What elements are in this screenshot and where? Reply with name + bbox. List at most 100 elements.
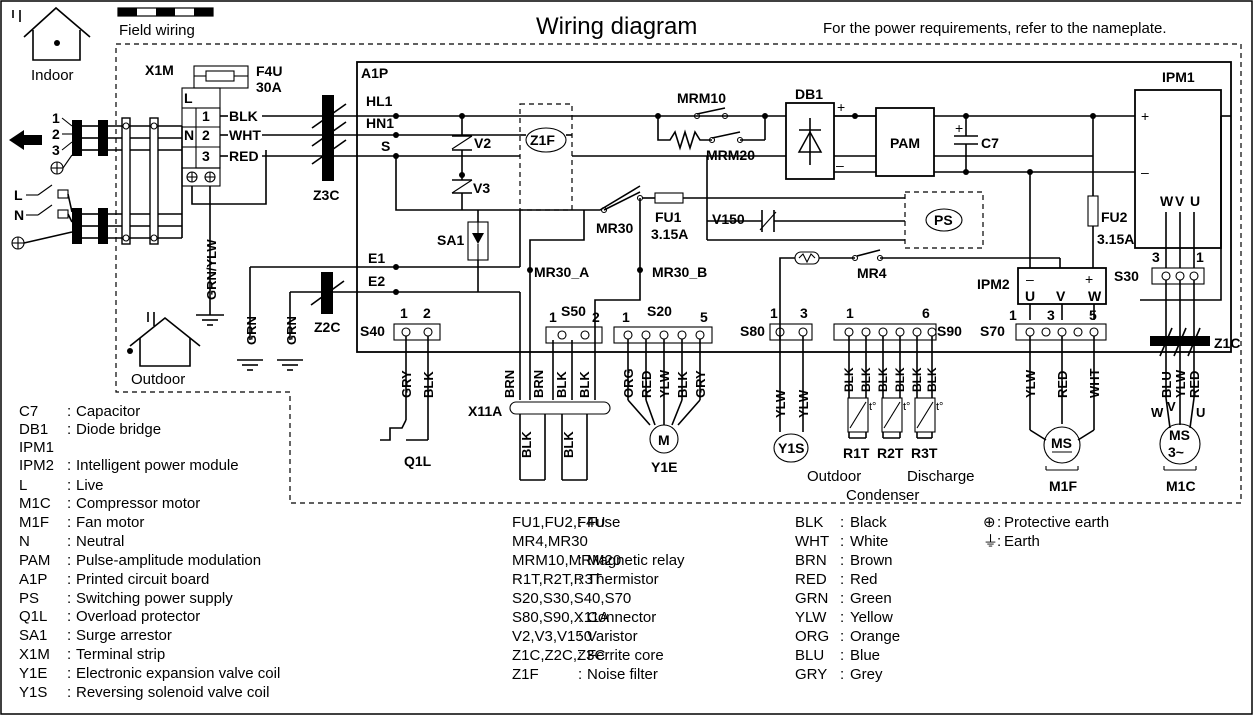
x11a-wire-brn2: BRN [531,370,546,398]
legend-c4-desc-0: Protective earth [1004,514,1109,531]
indoor-label: Indoor [31,67,74,84]
legend-c2-sep-2: : [578,552,582,569]
legend-c1-sep-15: : [67,684,71,701]
pcb-inputs: HL1 HN1 S E1 E2 GRN GRN [237,93,1140,371]
input-hl1: HL1 [366,93,393,109]
x11a-wire-brn1: BRN [502,370,517,398]
legend-c1-sep-12: : [67,627,71,644]
legend-c2-desc-0: Fuse [587,514,620,531]
s40-pin1: 1 [400,305,408,321]
legend-c3-desc-6: Orange [850,628,900,645]
legend-c1-code-8: PAM [19,552,50,569]
v150-label: V150 [712,211,745,227]
supply-l-label: L [14,187,23,203]
legend-c2-code-6: V2,V3,V150 [512,628,592,645]
s20-wire-blk: BLK [675,371,690,398]
legend-c1-sep-0: : [67,403,71,420]
s20-wire-red: RED [639,371,654,398]
legend-c2-code-2: MRM10,MRM20 [512,552,621,569]
x1m-row1-num: 1 [202,108,210,124]
s30-label: S30 [1114,268,1139,284]
f4u-label: F4U [256,63,282,79]
input-hn1: HN1 [366,115,394,131]
db1-plus: + [837,99,845,115]
legend-c3-code-3: RED [795,571,827,588]
s90-pin1: 1 [846,305,854,321]
legend-c2-desc-3: Thermistor [587,571,659,588]
ipm1-plus: + [1141,108,1149,124]
x11a-wire-blk1: BLK [554,371,569,398]
s30-pin1: 1 [1196,249,1204,265]
legend-c3-sep-0: : [840,514,844,531]
s50-label: S50 [561,303,586,319]
legend-c4-desc-1: Earth [1004,533,1040,550]
legend-c2-desc-6: Varistor [587,628,638,645]
m1c-wire-blu: BLU [1159,371,1174,398]
legend-c3-sep-5: : [840,609,844,626]
legend-c1-desc-10: Switching power supply [76,590,233,607]
s50-pin2: 2 [592,309,600,325]
mr30-label: MR30 [596,220,634,236]
y1s-label: Y1S [778,440,804,456]
z3c-label: Z3C [313,187,339,203]
r1t-t-symbol: t° [869,401,876,413]
legend-earth: ⊕ : Protective earth ⏚ : Earth [983,514,1109,550]
pcb-a1p-label: A1P [361,65,388,81]
ipm2-minus: – [1026,271,1034,287]
legend-c1-desc-11: Overload protector [76,608,200,625]
fu1-rating: 3.15A [651,226,688,242]
m1c-motor-label: MS [1169,427,1190,443]
s40-pin2: 2 [423,305,431,321]
ipm1-minus: – [1141,164,1149,180]
legend-c4-code-0: ⊕ [983,514,996,531]
legend-c1-code-1: DB1 [19,421,48,438]
legend-c1-desc-1: Diode bridge [76,421,161,438]
legend-c3-sep-3: : [840,571,844,588]
legend-c1-sep-6: : [67,514,71,531]
thermistor-r1t: t° [847,397,876,439]
ipm1-pin-u: U [1190,193,1200,209]
r1t-label: R1T [843,445,870,461]
r2t-t-symbol: t° [903,401,910,413]
legend-c1-desc-7: Neutral [76,533,124,550]
legend-c3-code-7: BLU [795,647,824,664]
field-wiring-bar [117,7,214,17]
legend-c3-code-0: BLK [795,514,823,531]
e2-grn-wire: GRN [284,316,299,345]
legend-c1-code-6: M1F [19,514,49,531]
pam-label: PAM [890,135,920,151]
s20-wire-gry: GRY [693,370,708,398]
x1m-wire-blk: BLK [229,108,258,124]
legend-c3-code-8: GRY [795,666,827,683]
m1f-motor-label: MS [1051,435,1072,451]
m1c-phase-u: U [1196,405,1205,420]
legend-c4-code-1: ⏚ [983,533,998,550]
r3t-desc-discharge: Discharge [907,468,975,485]
page-title: Wiring diagram [536,13,697,40]
m1c-motor-3phase: 3~ [1168,444,1184,460]
s80-wire-ylw2: YLW [796,389,811,418]
s40-wire-blk: BLK [421,371,436,398]
f4u-rating: 30A [256,79,282,95]
legend-c1-desc-12: Surge arrestor [76,627,172,644]
s40-wire-gry: GRY [399,370,414,398]
legend-c3-desc-8: Grey [850,666,883,683]
legend-c1-sep-9: : [67,571,71,588]
legend-c2-code-5: S80,S90,X11A [512,609,609,626]
e1-grn-wire: GRN [244,316,259,345]
supply-earth-icon [11,236,25,250]
legend-c1-code-14: Y1E [19,665,47,682]
interconnect-3-label: 3 [52,142,60,158]
legend-c1-desc-4: Live [76,477,104,494]
interconnect-wiring: 1 2 3 L N [9,110,183,250]
m1c-label: M1C [1166,478,1196,494]
ipm2-pin-w: W [1088,288,1102,304]
legend-c3-sep-1: : [840,533,844,550]
s70-wire-red: RED [1055,371,1070,398]
legend-c1-desc-0: Capacitor [76,403,140,420]
legend-c3-desc-4: Green [850,590,892,607]
legend-c3-desc-2: Brown [850,552,893,569]
ipm2-pin-v: V [1056,288,1066,304]
pcb-a1p [356,61,1232,353]
fu2-label: FU2 [1101,209,1128,225]
